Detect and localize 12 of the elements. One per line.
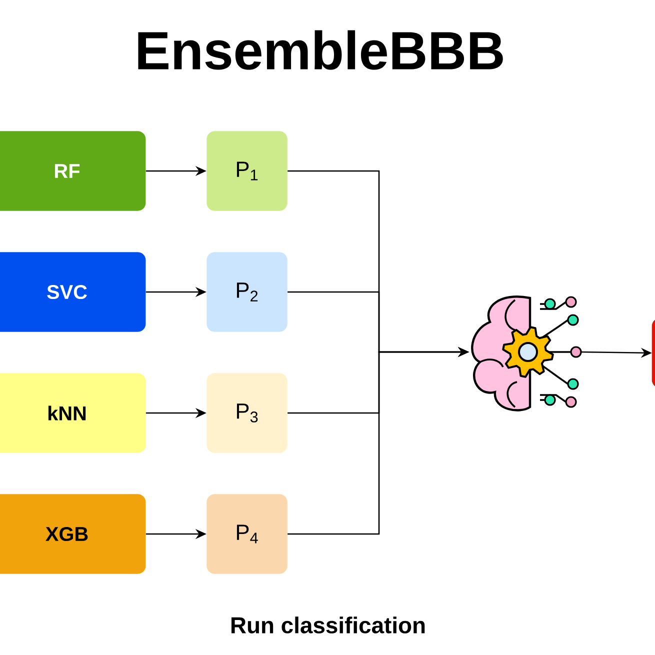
- model-box: kNN: [0, 373, 146, 453]
- prediction-box: P$_{4}$: [206, 494, 288, 574]
- brain-gear-drawing: [471, 296, 582, 412]
- model-box: RF: [0, 131, 146, 211]
- output-box: [652, 318, 655, 388]
- model-box: XGB: [0, 494, 146, 574]
- prediction-box: P$_{2}$: [206, 252, 288, 332]
- prediction-box: P$_{1}$: [206, 131, 288, 211]
- caption: Run classification: [232, 616, 425, 634]
- prediction-box: P$_{3}$: [206, 373, 288, 453]
- title: EnsembleBBB: [138, 30, 503, 70]
- model-box: SVC: [0, 252, 146, 332]
